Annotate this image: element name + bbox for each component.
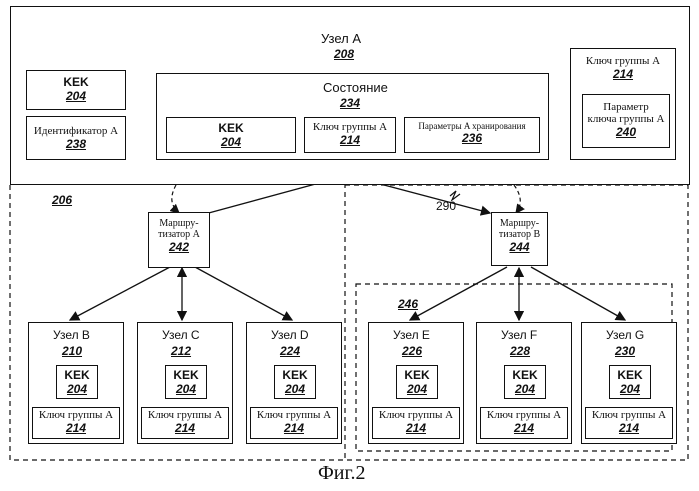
leaf-node-group-key-label: Ключ группы A (251, 409, 337, 421)
leaf-node-title: Узел B (53, 328, 90, 342)
leaf-node-kek-number: 204 (397, 382, 437, 396)
leaf-node-group-key-number: 214 (33, 421, 119, 435)
leaf-node-group-key-label: Ключ группы A (586, 409, 672, 421)
param-line1: Параметр (583, 101, 669, 113)
kek-number: 204 (27, 89, 125, 103)
leaf-node-kek-box: KEK 204 (609, 365, 651, 399)
leaf-node-kek-box: KEK 204 (504, 365, 546, 399)
leaf-node-box: Узел B 210 KEK 204 Ключ группы A 214 (28, 322, 124, 444)
leaf-node-group-key-box: Ключ группы A 214 (480, 407, 568, 439)
leaf-node-group-key-label: Ключ группы A (481, 409, 567, 421)
leaf-node-number: 224 (280, 344, 300, 358)
leaf-node-kek-number: 204 (57, 382, 97, 396)
identifier-label: Идентификатор A (27, 125, 125, 137)
figure-caption: Фиг.2 (318, 462, 365, 485)
leaf-node-kek-number: 204 (275, 382, 315, 396)
state-number: 234 (340, 96, 360, 110)
router-b-line1: Маршру- (492, 218, 547, 229)
leaf-node-number: 210 (62, 344, 82, 358)
leaf-node-box: Узел E 226 KEK 204 Ключ группы A 214 (368, 322, 464, 444)
router-a-number: 242 (149, 240, 209, 254)
leaf-node-group-key-box: Ключ группы A 214 (141, 407, 229, 439)
leaf-node-kek-label: KEK (505, 368, 545, 382)
leaf-node-box: Узел G 230 KEK 204 Ключ группы A 214 (581, 322, 677, 444)
leaf-node-number: 230 (615, 344, 635, 358)
storage-params-box: Параметры A хранирования 236 (404, 117, 540, 153)
leaf-node-kek-number: 204 (166, 382, 206, 396)
leaf-node-title: Узел C (162, 328, 200, 342)
leaf-node-kek-label: KEK (397, 368, 437, 382)
storage-params-number: 236 (405, 131, 539, 145)
leaf-node-group-key-label: Ключ группы A (33, 409, 119, 421)
dashed-link-router-a (172, 185, 179, 213)
leaf-node-kek-label: KEK (610, 368, 650, 382)
leaf-node-kek-box: KEK 204 (165, 365, 207, 399)
state-group-key-number: 214 (305, 133, 395, 147)
router-a-box: Маршру- тизатор A 242 (148, 212, 210, 268)
leaf-node-group-key-label: Ключ группы A (373, 409, 459, 421)
leaf-node-number: 228 (510, 344, 530, 358)
node-a-title: Узел A (321, 31, 361, 46)
leaf-node-group-key-number: 214 (481, 421, 567, 435)
leaf-node-title: Узел F (501, 328, 537, 342)
right-panel-group-key-label: Ключ группы A (571, 55, 675, 67)
leaf-node-kek-box: KEK 204 (56, 365, 98, 399)
region-246-number: 246 (398, 297, 418, 311)
kek-label: KEK (27, 75, 125, 89)
link-290-number: 290 (436, 199, 456, 213)
state-label: Состояние (323, 80, 388, 95)
param-key-box: Параметр ключа группы A 240 (582, 94, 670, 148)
leaf-node-number: 212 (171, 344, 191, 358)
leaf-node-number: 226 (402, 344, 422, 358)
param-number: 240 (583, 125, 669, 139)
region-206-number: 206 (52, 193, 72, 207)
leaf-node-title: Узел G (606, 328, 644, 342)
leaf-node-group-key-box: Ключ группы A 214 (250, 407, 338, 439)
leaf-node-kek-label: KEK (57, 368, 97, 382)
state-group-key-label: Ключ группы A (305, 121, 395, 133)
leaf-node-group-key-box: Ключ группы A 214 (372, 407, 460, 439)
identifier-box: Идентификатор A 238 (26, 116, 126, 160)
leaf-node-group-key-number: 214 (251, 421, 337, 435)
router-b-line2: тизатор B (492, 229, 547, 240)
leaf-node-kek-number: 204 (505, 382, 545, 396)
leaf-node-title: Узел E (393, 328, 430, 342)
leaf-node-group-key-number: 214 (142, 421, 228, 435)
state-group-key-box: Ключ группы A 214 (304, 117, 396, 153)
leaf-node-box: Узел C 212 KEK 204 Ключ группы A 214 (137, 322, 233, 444)
leaf-node-kek-number: 204 (610, 382, 650, 396)
storage-params-label: Параметры A хранирования (405, 121, 539, 131)
leaf-node-group-key-box: Ключ группы A 214 (32, 407, 120, 439)
state-kek-box: KEK 204 (166, 117, 296, 153)
leaf-node-box: Узел D 224 KEK 204 Ключ группы A 214 (246, 322, 342, 444)
router-b-number: 244 (492, 240, 547, 254)
state-kek-number: 204 (167, 135, 295, 149)
dashed-link-router-b (514, 185, 520, 213)
leaf-node-box: Узел F 228 KEK 204 Ключ группы A 214 (476, 322, 572, 444)
router-a-line1: Маршру- (149, 218, 209, 229)
router-b-box: Маршру- тизатор B 244 (491, 212, 548, 266)
leaf-node-group-key-number: 214 (373, 421, 459, 435)
leaf-node-kek-box: KEK 204 (396, 365, 438, 399)
leaf-node-group-key-label: Ключ группы A (142, 409, 228, 421)
node-a-number: 208 (334, 47, 354, 61)
identifier-number: 238 (27, 137, 125, 151)
param-line2: ключа группы A (583, 113, 669, 125)
leaf-node-kek-label: KEK (275, 368, 315, 382)
leaf-node-group-key-box: Ключ группы A 214 (585, 407, 673, 439)
leaf-node-kek-box: KEK 204 (274, 365, 316, 399)
state-kek-label: KEK (167, 121, 295, 135)
leaf-node-group-key-number: 214 (586, 421, 672, 435)
router-a-line2: тизатор A (149, 229, 209, 240)
leaf-node-kek-label: KEK (166, 368, 206, 382)
leaf-node-title: Узел D (271, 328, 309, 342)
right-panel-group-key-number: 214 (571, 67, 675, 81)
node-a-kek-box: KEK 204 (26, 70, 126, 110)
